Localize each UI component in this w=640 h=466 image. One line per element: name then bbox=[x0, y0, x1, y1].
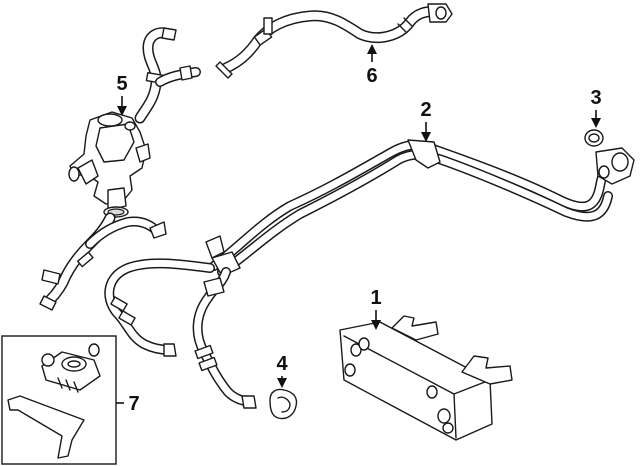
callout-7: 7 bbox=[116, 393, 140, 415]
part-2-cooler-lines[interactable] bbox=[205, 139, 635, 277]
callout-6: 6 bbox=[366, 44, 378, 87]
svg-text:5: 5 bbox=[116, 73, 127, 95]
part-1-oil-cooler[interactable] bbox=[339, 315, 513, 441]
callout-3: 3 bbox=[590, 87, 602, 128]
lower-return-hoses[interactable] bbox=[104, 258, 257, 409]
svg-text:4: 4 bbox=[276, 353, 288, 375]
callout-4: 4 bbox=[276, 353, 288, 388]
svg-text:2: 2 bbox=[420, 99, 431, 121]
part-5-valve-housing[interactable] bbox=[39, 27, 201, 311]
part-3-o-ring[interactable] bbox=[584, 129, 604, 147]
part-4-clip[interactable] bbox=[269, 388, 298, 420]
part-6-upper-hose[interactable] bbox=[215, 3, 453, 79]
svg-text:1: 1 bbox=[370, 287, 381, 309]
svg-text:3: 3 bbox=[590, 87, 601, 109]
callout-5: 5 bbox=[116, 73, 128, 116]
callout-1: 1 bbox=[370, 287, 382, 330]
part-7-inset-box[interactable] bbox=[1, 335, 117, 465]
svg-text:7: 7 bbox=[128, 393, 139, 415]
callout-2: 2 bbox=[420, 99, 432, 142]
svg-text:6: 6 bbox=[366, 65, 377, 87]
